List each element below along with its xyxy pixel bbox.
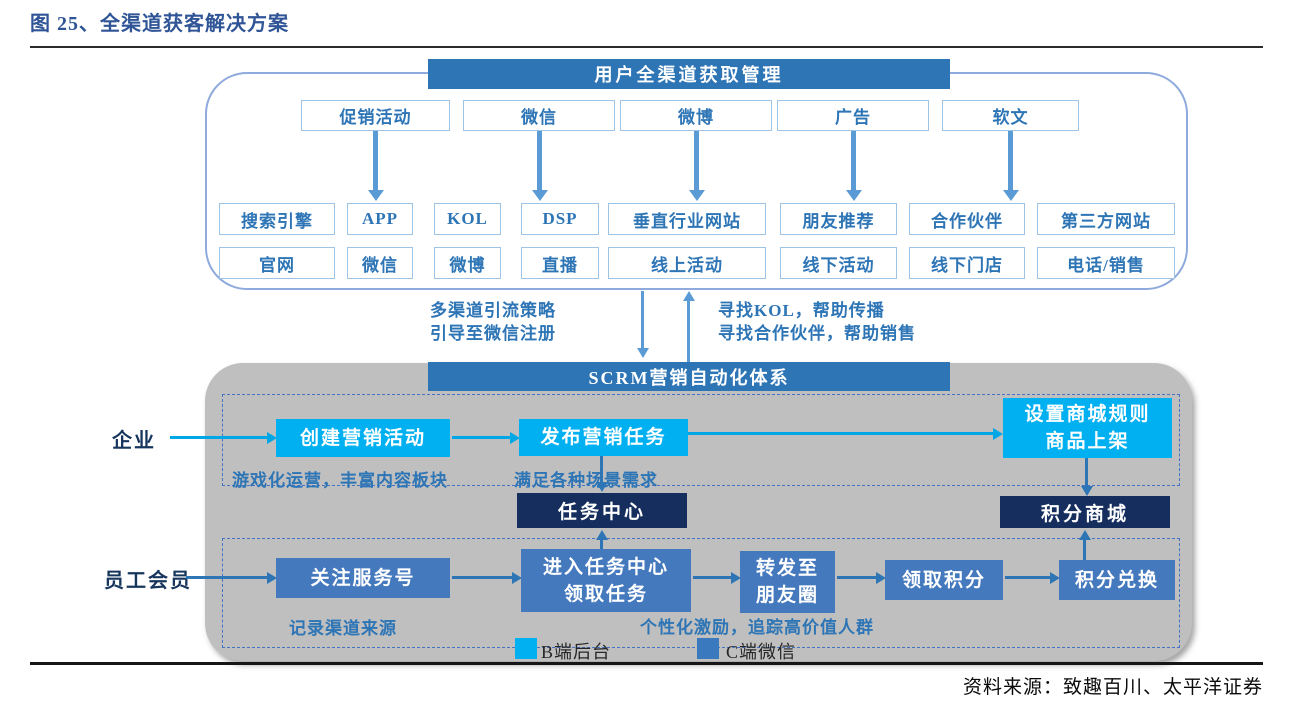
arrow-right-icon <box>452 436 511 439</box>
arrow-up-icon <box>1083 539 1086 560</box>
enter-task-line2: 领取任务 <box>563 583 648 605</box>
method-box: 微信 <box>347 247 413 279</box>
source-note: 资料来源：致趣百川、太平洋证券 <box>962 677 1263 698</box>
method-box: 合作伙伴 <box>909 203 1025 235</box>
method-box: 线下门店 <box>909 247 1025 279</box>
arrow-right-icon <box>688 432 994 435</box>
c-side-legend-label: C端微信 <box>726 642 797 662</box>
b-side-dashed-region <box>222 394 1180 486</box>
figure-title: 图 25、全渠道获客解决方案 <box>30 13 289 35</box>
arrow-right-icon <box>693 576 732 579</box>
method-box: 线上活动 <box>608 247 766 279</box>
publish-task-box: 发布营销任务 <box>519 419 688 456</box>
arrow-right-icon <box>837 576 877 579</box>
enterprise-label: 企业 <box>112 430 156 452</box>
points-mall-box: 积分商城 <box>1000 496 1170 528</box>
method-box: 线下活动 <box>780 247 897 279</box>
arrow-down-icon <box>537 131 542 191</box>
task-center-box: 任务中心 <box>517 493 687 528</box>
method-box: DSP <box>521 203 599 235</box>
bridge-right-note-line1: 寻找KOL，帮助传播 <box>718 301 885 320</box>
redeem-points-box: 积分兑换 <box>1059 560 1175 600</box>
method-box: 垂直行业网站 <box>608 203 766 235</box>
mall-setup-box: 设置商城规则 商品上架 <box>1003 398 1172 458</box>
method-box: 电话/销售 <box>1037 247 1175 279</box>
arrow-right-icon <box>1005 576 1051 579</box>
arrow-down-icon <box>641 291 644 349</box>
enter-task-box: 进入任务中心 领取任务 <box>521 549 691 612</box>
arrow-right-icon <box>170 436 268 439</box>
channel-box: 软文 <box>942 100 1079 131</box>
bridge-left-note-line2: 引导至微信注册 <box>430 324 556 343</box>
top-divider <box>30 46 1263 48</box>
bridge-right-note-line2: 寻找合作伙伴，帮助销售 <box>718 324 916 343</box>
channel-box: 微博 <box>620 100 772 131</box>
enter-task-line1: 进入任务中心 <box>542 556 669 578</box>
channel-box: 微信 <box>463 100 615 131</box>
method-box: APP <box>347 203 413 235</box>
acquisition-header: 用户全渠道获取管理 <box>428 59 950 89</box>
bridge-left-note-line1: 多渠道引流策略 <box>430 301 556 320</box>
channel-box: 促销活动 <box>301 100 450 131</box>
gamification-note: 游戏化运营，丰富内容板块 <box>232 471 448 490</box>
arrow-down-icon <box>851 131 856 191</box>
claim-points-box: 领取积分 <box>885 560 1003 600</box>
method-box: KOL <box>434 203 501 235</box>
bridge-left-note: 多渠道引流策略 引导至微信注册 <box>430 299 556 345</box>
arrow-up-icon <box>600 539 603 550</box>
arrow-down-icon <box>694 131 699 191</box>
bottom-divider <box>30 662 1263 665</box>
arrow-right-icon <box>452 576 513 579</box>
bridge-right-note: 寻找KOL，帮助传播 寻找合作伙伴，帮助销售 <box>718 299 916 345</box>
create-campaign-box: 创建营销活动 <box>276 419 450 457</box>
channel-box: 广告 <box>777 100 929 131</box>
arrow-up-icon <box>687 300 690 362</box>
mall-setup-line1: 设置商城规则 <box>1024 404 1151 425</box>
mall-setup-line2: 商品上架 <box>1045 431 1130 452</box>
incentive-note: 个性化激励，追踪高价值人群 <box>640 618 874 637</box>
member-label: 员工会员 <box>104 570 192 592</box>
follow-account-box: 关注服务号 <box>276 558 450 598</box>
scenarios-note: 满足各种场景需求 <box>514 471 658 490</box>
method-box: 官网 <box>219 247 335 279</box>
method-box: 第三方网站 <box>1037 203 1175 235</box>
arrow-down-icon <box>1085 458 1088 487</box>
method-box: 直播 <box>521 247 599 279</box>
b-side-swatch-icon <box>515 638 537 659</box>
arrow-down-icon <box>600 456 603 483</box>
method-box: 朋友推荐 <box>780 203 897 235</box>
share-moments-line2: 朋友圈 <box>755 585 819 606</box>
method-box: 微博 <box>434 247 501 279</box>
share-moments-box: 转发至 朋友圈 <box>740 551 835 613</box>
channel-source-note: 记录渠道来源 <box>289 619 397 638</box>
c-side-swatch-icon <box>697 638 719 659</box>
share-moments-line1: 转发至 <box>755 558 819 579</box>
method-box: 搜索引擎 <box>219 203 335 235</box>
scrm-header: SCRM营销自动化体系 <box>428 362 950 391</box>
b-side-legend-label: B端后台 <box>541 642 612 662</box>
arrow-down-icon <box>1008 131 1013 191</box>
arrow-right-icon <box>186 576 268 579</box>
arrow-down-icon <box>373 131 378 191</box>
